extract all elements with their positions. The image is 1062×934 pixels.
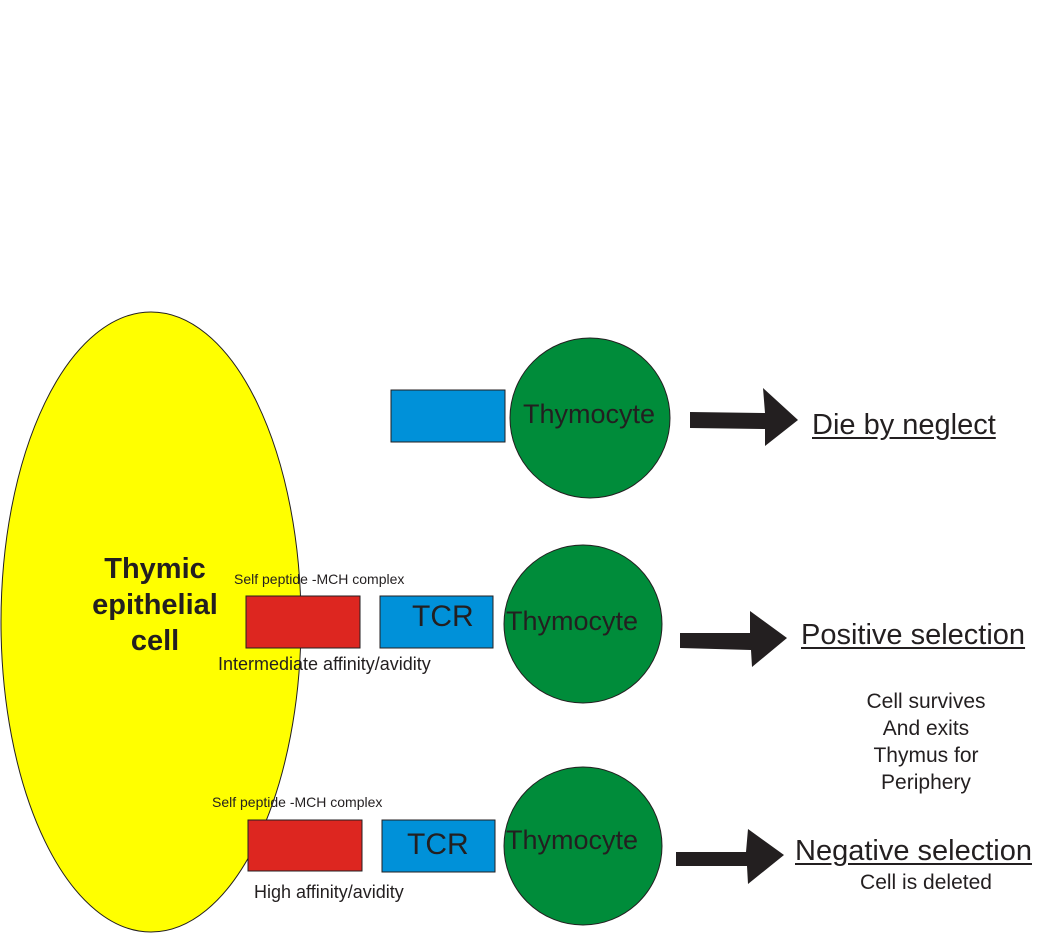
fate-line-deleted: Cell is deleted	[860, 871, 992, 894]
thymocyte-cell-row2	[503, 544, 663, 704]
thymocyte-label-row3: Thymocyte	[506, 825, 639, 855]
fate-line-4: Periphery	[881, 771, 971, 794]
tcr-label-row2: TCR	[412, 600, 474, 633]
thymocyte-label-row2: Thymocyte	[506, 606, 639, 636]
epithelial-cell-label-line1: Thymic	[104, 553, 206, 585]
fate-positive-selection: Cell survives And exits Thymus for Perip…	[826, 688, 1026, 796]
tcr-label-row3: TCR	[407, 828, 469, 861]
outcome-positive-selection: Positive selection	[801, 619, 1026, 651]
epithelial-cell-label: Thymic epithelial cell	[55, 551, 255, 659]
epithelial-cell-label-line3: cell	[130, 625, 180, 657]
thymocyte-label-row1: Thymocyte	[523, 399, 656, 429]
thymocyte-cell-row1	[509, 337, 671, 499]
thymocyte-cell-row3	[503, 766, 663, 926]
arrow-icon-row3	[676, 829, 784, 884]
fate-line-3: Thymus for	[873, 744, 979, 767]
fate-negative-selection: Cell is deleted	[826, 869, 1026, 896]
affinity-label-row3: High affinity/avidity	[254, 882, 404, 902]
tcr-receptor-row2	[379, 595, 494, 649]
self-peptide-mhc-complex-row3	[247, 819, 363, 872]
arrow-icon-row1	[690, 388, 798, 446]
arrow-icon-row2	[680, 611, 787, 667]
tcr-receptor-row1	[390, 389, 506, 443]
complex-label-row2: Self peptide -MCH complex	[234, 571, 405, 587]
outcome-die-by-neglect: Die by neglect	[812, 409, 996, 441]
fate-line-2: And exits	[882, 717, 970, 740]
complex-label-row3: Self peptide -MCH complex	[212, 794, 383, 810]
epithelial-cell-label-line2: epithelial	[92, 589, 218, 621]
self-peptide-mhc-complex-row2	[245, 595, 361, 649]
outcome-negative-selection: Negative selection	[795, 835, 1032, 867]
tcr-receptor-row3	[381, 819, 496, 873]
affinity-label-row2: Intermediate affinity/avidity	[218, 654, 431, 674]
fate-line-1: Cell survives	[866, 690, 986, 713]
